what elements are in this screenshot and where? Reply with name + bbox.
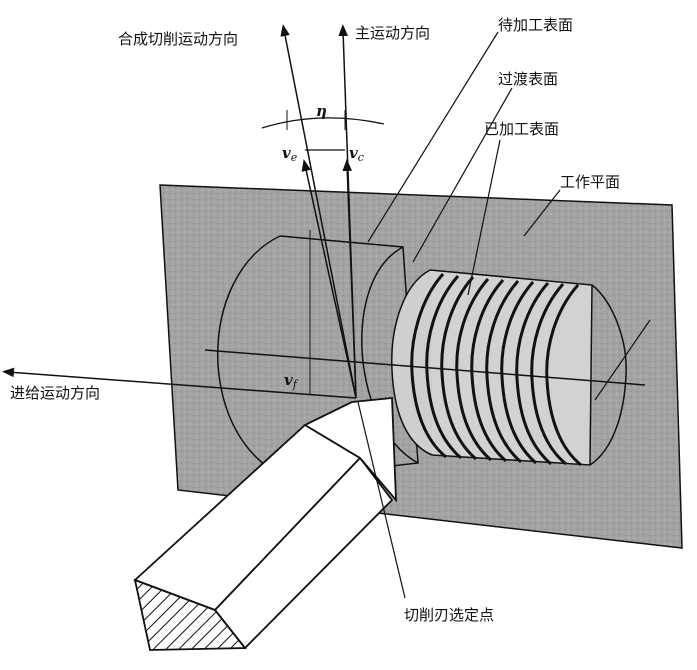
label-selected-point: 切削刃选定点 (404, 606, 494, 624)
symbol-ve: ve (282, 144, 298, 164)
label-working-plane: 工作平面 (560, 173, 620, 191)
label-primary-direction: 主运动方向 (355, 24, 430, 42)
eta-arc (261, 117, 385, 129)
resultant-direction-line (280, 24, 357, 399)
label-transient-surface: 过渡表面 (498, 70, 558, 88)
tool-cross-section (133, 578, 247, 651)
axis-line (204, 349, 646, 386)
symbol-vc: vc (349, 144, 364, 164)
workpiece-left-face (217, 235, 289, 479)
ve-vector (301, 159, 357, 399)
label-resultant-direction: 合成切削运动方向 (118, 30, 238, 48)
axis-hatch (594, 319, 651, 401)
label-feed-direction: 进给运动方向 (10, 384, 100, 402)
machined-section (391, 269, 627, 467)
symbol-vf: vf (284, 371, 299, 391)
leader-lines (357, 31, 561, 599)
label-work-surface: 待加工表面 (498, 16, 573, 34)
vc-vector (342, 159, 357, 399)
symbol-eta: η (316, 102, 327, 120)
cutting-tool (133, 397, 398, 651)
label-machined-surface: 已加工表面 (484, 120, 559, 138)
feed-direction-arrow (2, 367, 357, 399)
